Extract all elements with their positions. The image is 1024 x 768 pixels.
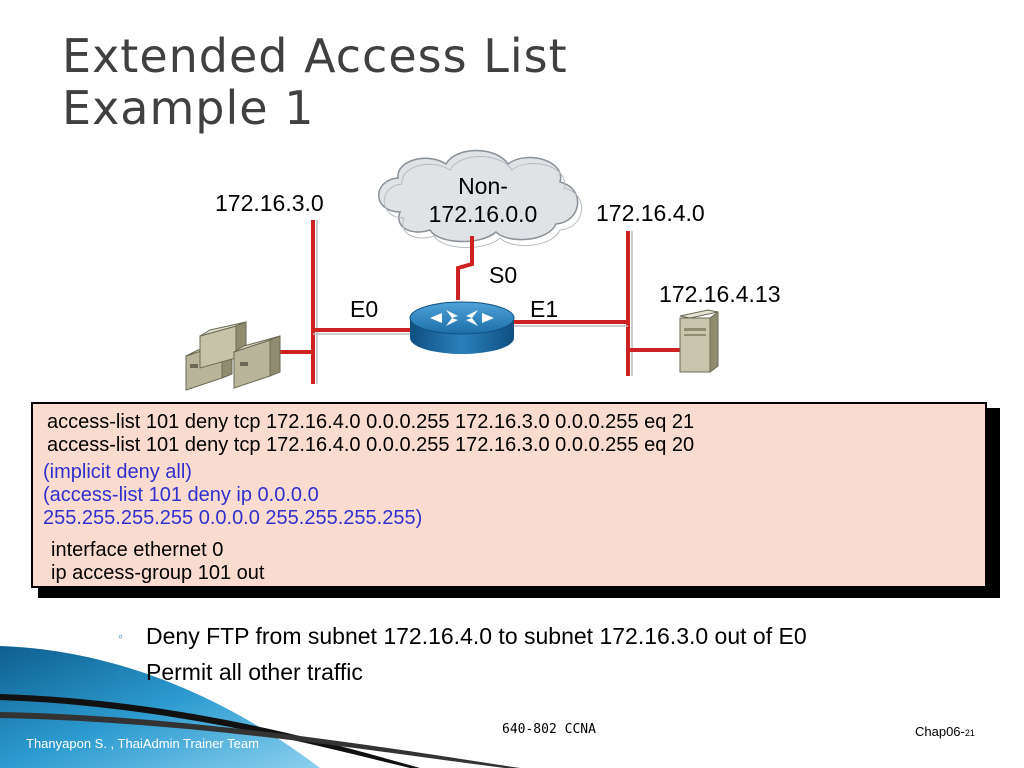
footer-swoosh bbox=[0, 646, 520, 768]
workstations-icon bbox=[185, 321, 281, 391]
cloud-label-line-2: 172.16.0.0 bbox=[428, 201, 538, 227]
footer-page: 21 bbox=[964, 728, 975, 738]
bullet-item: ◦ Permit all other traffic bbox=[118, 654, 807, 690]
implicit-deny-line: (access-list 101 deny ip 0.0.0.0 bbox=[43, 484, 319, 506]
acl-line: access-list 101 deny tcp 172.16.4.0 0.0.… bbox=[47, 434, 695, 456]
right-subnet-label: 172.16.4.0 bbox=[596, 200, 705, 226]
cloud-label: Non- 172.16.0.0 bbox=[398, 172, 568, 228]
footer-course: 640-802 CCNA bbox=[502, 722, 596, 737]
e1-interface-label: E1 bbox=[530, 296, 559, 322]
bullet-marker: ◦ bbox=[118, 628, 123, 644]
left-subnet-label: 172.16.3.0 bbox=[215, 190, 324, 216]
footer-chapter: Chap06- bbox=[915, 724, 965, 739]
bullet-text: Deny FTP from subnet 172.16.4.0 to subne… bbox=[146, 623, 807, 649]
slide-title: Extended Access List Example 1 bbox=[62, 30, 568, 134]
acl-line: access-list 101 deny tcp 172.16.4.0 0.0.… bbox=[47, 411, 695, 433]
slide-title-line-2: Example 1 bbox=[62, 81, 315, 135]
bullet-item: ◦ Deny FTP from subnet 172.16.4.0 to sub… bbox=[118, 618, 807, 654]
bullet-list: ◦ Deny FTP from subnet 172.16.4.0 to sub… bbox=[118, 618, 807, 690]
serial-link bbox=[456, 236, 474, 300]
bullet-marker: ◦ bbox=[118, 664, 123, 680]
e0-interface-label: E0 bbox=[350, 296, 379, 322]
acl-config-box: access-list 101 deny tcp 172.16.4.0 0.0.… bbox=[31, 402, 987, 588]
router-icon bbox=[409, 301, 515, 354]
server-address-label: 172.16.4.13 bbox=[659, 281, 781, 307]
bullet-text: Permit all other traffic bbox=[146, 659, 363, 685]
interface-config-line: interface ethernet 0 bbox=[51, 539, 224, 561]
footer-author: Thanyapon S. , ThaiAdmin Trainer Team bbox=[26, 736, 259, 751]
cloud-icon bbox=[378, 149, 582, 249]
implicit-deny-line: 255.255.255.255 0.0.0.0 255.255.255.255) bbox=[43, 507, 423, 529]
server-icon bbox=[679, 309, 719, 373]
serial-interface-label: S0 bbox=[489, 262, 518, 288]
implicit-deny-line: (implicit deny all) bbox=[43, 461, 192, 483]
interface-config-line: ip access-group 101 out bbox=[51, 562, 265, 584]
footer-page-number: Chap06-21 bbox=[915, 724, 975, 739]
cloud-label-line-1: Non- bbox=[458, 173, 508, 199]
slide-title-line-1: Extended Access List bbox=[62, 29, 568, 83]
